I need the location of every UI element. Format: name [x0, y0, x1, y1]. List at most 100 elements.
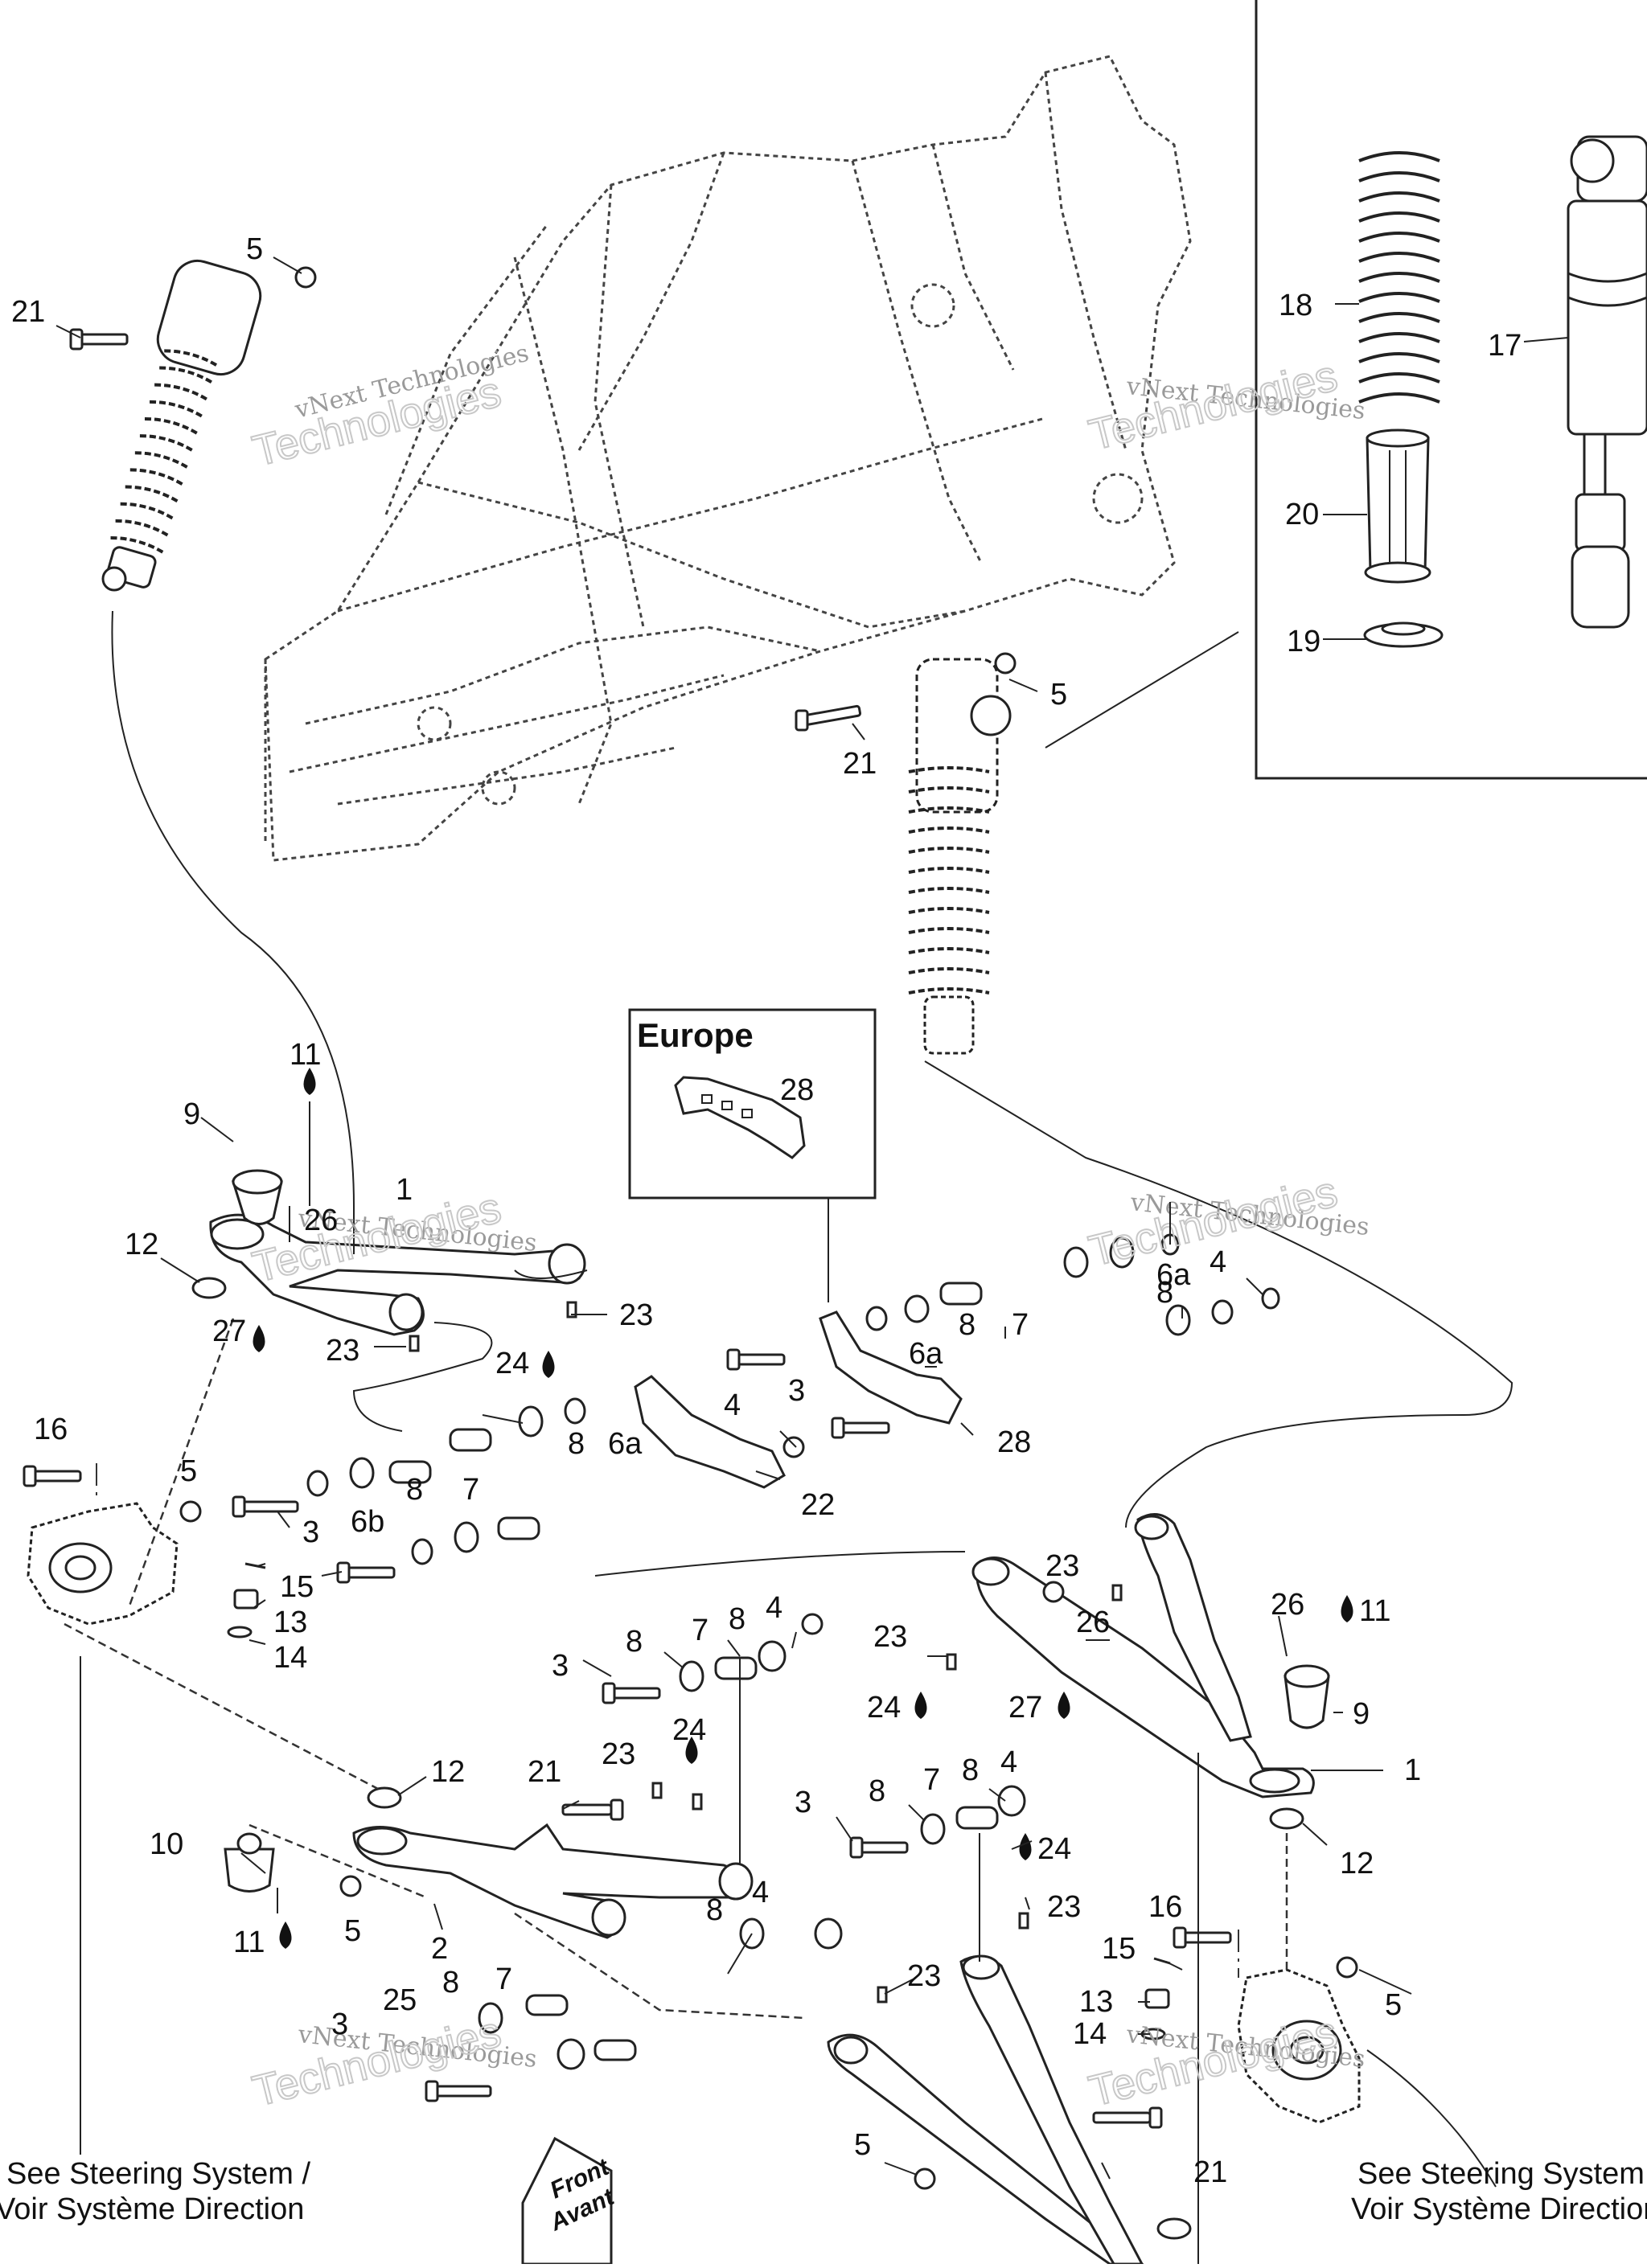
callout-13: 13: [273, 1606, 307, 1639]
steering-ref-left-line2: Voir Système Direction: [0, 2192, 304, 2226]
callout-7: 7: [495, 1962, 512, 1996]
callout-1: 1: [1404, 1753, 1421, 1787]
callout-20: 20: [1285, 498, 1319, 531]
drop-icon: [1058, 1692, 1070, 1719]
callout-23: 23: [1047, 1890, 1081, 1924]
callout-23: 23: [907, 1959, 941, 1993]
callout-5: 5: [344, 1914, 361, 1948]
callout-14: 14: [273, 1641, 307, 1675]
callout-21: 21: [528, 1755, 561, 1789]
callout-18: 18: [1279, 289, 1312, 322]
callout-7: 7: [923, 1763, 940, 1797]
callout-15: 15: [1102, 1932, 1136, 1966]
callout-4: 4: [766, 1591, 782, 1625]
watermark: Technologies: [248, 2008, 505, 2115]
callout-numbers: 21 5 5 21 18 17 20 19 Europe 28 11 9 26 …: [11, 232, 1522, 2189]
lower-a-arm-left: [352, 1823, 754, 1939]
callout-5: 5: [1385, 1988, 1402, 2022]
callout-8: 8: [962, 1753, 979, 1787]
callout-5: 5: [854, 2128, 871, 2162]
drop-icon: [279, 1921, 292, 1949]
callout-21: 21: [11, 295, 45, 329]
callout-26: 26: [1271, 1588, 1304, 1622]
callout-3: 3: [552, 1649, 569, 1683]
callout-5: 5: [1050, 678, 1067, 712]
callout-5: 5: [246, 232, 263, 266]
lower-a-arm-right: [827, 1954, 1146, 2266]
callout-24: 24: [495, 1347, 529, 1380]
callout-9: 9: [1353, 1697, 1370, 1731]
bolt: [425, 2080, 492, 2102]
callout-19: 19: [1287, 625, 1320, 658]
grease-fitting: [1018, 1912, 1029, 1930]
bushing: [1063, 1233, 1180, 1278]
callout-3: 3: [302, 1515, 319, 1549]
callout-6a: 6a: [608, 1427, 643, 1461]
callout-3: 3: [788, 1374, 805, 1408]
ball-joint-upper-right: [1284, 1664, 1330, 1729]
hardware: [23, 266, 1358, 2240]
nut: [339, 1875, 362, 1897]
steering-ref-right-line1: See Steering System /: [1357, 2157, 1647, 2191]
callout-24: 24: [672, 1713, 706, 1747]
callout-27: 27: [212, 1314, 246, 1348]
callout-8: 8: [959, 1308, 975, 1342]
nut: [994, 652, 1017, 675]
rear-shock-left: [101, 259, 262, 592]
drop-icon: [253, 1325, 265, 1352]
callout-14: 14: [1073, 2017, 1107, 2051]
callout-24: 24: [1037, 1832, 1071, 1866]
callout-8: 8: [729, 1602, 745, 1636]
callout-4: 4: [1000, 1745, 1017, 1779]
callout-6a: 6a: [909, 1337, 943, 1371]
steering-ref-right-line2: Voir Système Direction: [1351, 2192, 1647, 2226]
bushing: [679, 1640, 787, 1692]
castle-nut: [227, 1589, 259, 1638]
grease-fitting: [877, 1986, 888, 2003]
spring-retainer-part: [1363, 621, 1444, 648]
nut: [1042, 1581, 1065, 1603]
callout-8: 8: [706, 1893, 723, 1927]
cotter-pin: [244, 1562, 266, 1569]
callout-6b: 6b: [351, 1505, 384, 1539]
shock-detail-inset: [1255, 0, 1647, 780]
bushing: [478, 1994, 637, 2070]
callout-12: 12: [431, 1755, 465, 1789]
callout-12: 12: [1340, 1847, 1374, 1880]
bolt: [232, 1495, 299, 1518]
nut: [179, 1500, 202, 1523]
nut: [801, 1613, 824, 1635]
bolt: [602, 1682, 661, 1704]
callout-26: 26: [304, 1204, 338, 1237]
callout-7: 7: [1012, 1308, 1029, 1342]
steering-reference-left: See Steering System / Voir Système Direc…: [0, 2157, 311, 2226]
callout-1: 1: [396, 1173, 413, 1207]
callout-28: 28: [780, 1073, 814, 1107]
bolt: [561, 1798, 624, 1821]
callout-23: 23: [326, 1334, 359, 1368]
grease-fitting: [946, 1653, 957, 1671]
bolt: [23, 1465, 82, 1487]
rear-shock-right: [908, 658, 1012, 1055]
support-bracket: [634, 1375, 786, 1489]
ball-joint-lower-left: [224, 1832, 275, 1893]
bushing: [920, 1785, 1026, 1845]
grease-fitting: [1111, 1584, 1123, 1602]
europe-option-box: [628, 1008, 877, 1200]
callout-4: 4: [724, 1388, 741, 1422]
upper-a-arm-right: [971, 1513, 1315, 1798]
callout-16: 16: [34, 1413, 68, 1446]
bushing: [411, 1516, 540, 1565]
lubricant-drop-icons: [253, 1068, 1353, 1949]
callout-leaders: [55, 256, 1569, 2180]
callout-3: 3: [331, 2008, 348, 2041]
callout-17: 17: [1488, 329, 1522, 363]
callout-8: 8: [568, 1427, 585, 1461]
callout-24: 24: [867, 1691, 901, 1725]
callout-11: 11: [233, 1926, 265, 1959]
grease-fitting: [651, 1782, 663, 1799]
bolt: [831, 1417, 890, 1439]
callout-11: 11: [290, 1038, 321, 1072]
grease-fitting: [692, 1793, 703, 1811]
